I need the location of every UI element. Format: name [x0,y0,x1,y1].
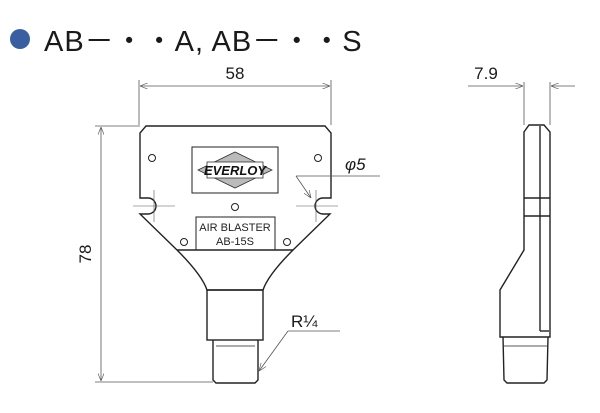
width-label: 58 [226,64,245,83]
thread-leader [259,330,340,371]
height-dimension [95,125,213,383]
hole-centerlines [133,190,338,222]
front-view [138,125,332,384]
everloy-logo: EVERLOY [197,151,273,189]
logo-text: EVERLOY [204,163,267,178]
hole-leader [295,175,380,198]
thickness-label: 7.9 [474,64,498,83]
hole-label: φ5 [345,155,366,174]
nameplate-line2: AB-15S [216,236,254,248]
title-text: AB－・・A, AB－・・S [44,26,363,58]
thickness-dimension [468,82,575,125]
thread-label: R¼ [291,312,318,331]
nameplate-line1: AIR BLASTER [199,222,271,234]
bullet-icon [10,29,30,49]
height-label: 78 [76,245,95,264]
side-view [499,124,551,384]
diagram-title: AB－・・A, AB－・・S [10,18,363,60]
width-dimension [138,80,332,125]
